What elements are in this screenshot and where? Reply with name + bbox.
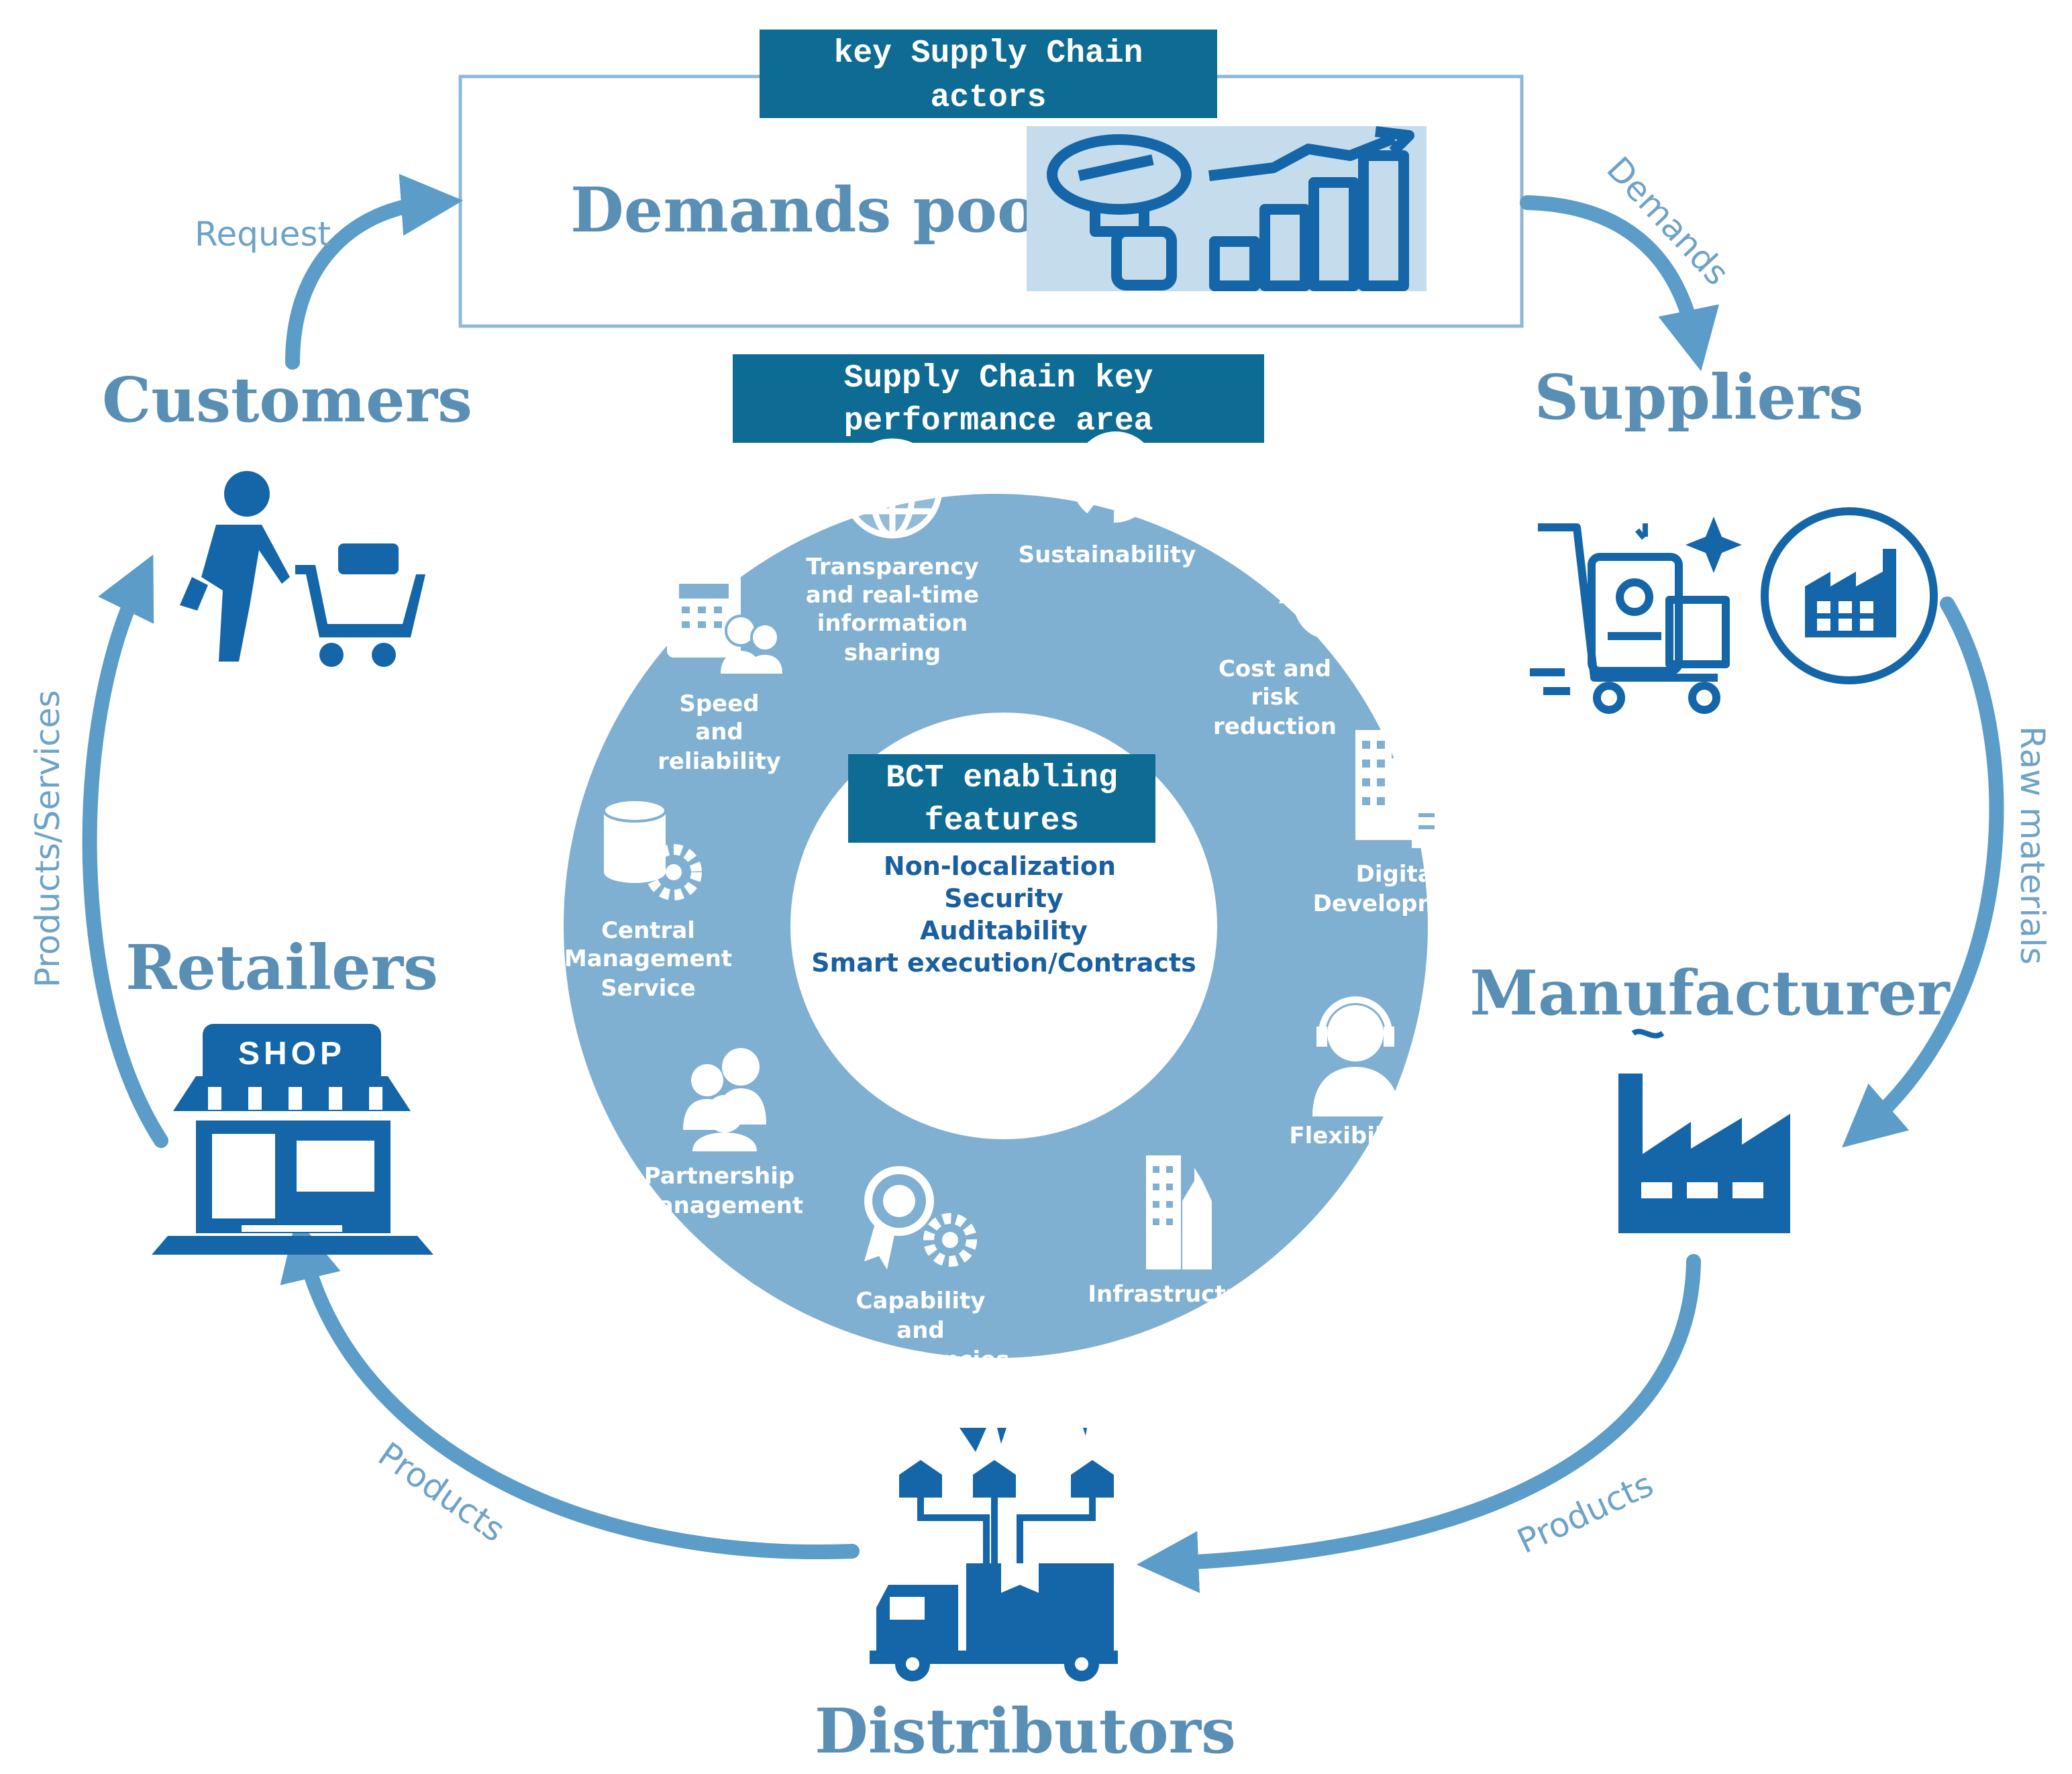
kpa-header-line-1: Supply Chain key	[844, 360, 1153, 397]
kpa-central-line-2: Management	[564, 945, 732, 972]
bct-header-line-2: features	[925, 803, 1079, 839]
kpa-capability-line-3: competencies	[832, 1347, 1010, 1373]
kpa-sustainability: Sustainability	[1019, 541, 1196, 568]
kpa-capability-line-1: Capability	[856, 1288, 986, 1314]
kpa-infrastructure: Infrastructure	[1088, 1281, 1268, 1308]
recycle-icon	[1071, 431, 1155, 523]
euro-icon: €	[1279, 513, 1364, 670]
demands-arrow	[1520, 195, 1720, 372]
kpa-label-transparency: Transparency and real-time information s…	[806, 554, 979, 666]
kpa-header: Supply Chain key performance area	[733, 354, 1264, 443]
bct-header: BCT enabling features	[848, 754, 1155, 843]
kpa-label-speed: Speed and reliability	[658, 690, 781, 775]
svg-text:€: €	[1279, 513, 1364, 670]
kpa-transparency-line-4: sharing	[844, 639, 941, 666]
kpa-header-line-2: performance area	[844, 403, 1153, 439]
kpa-speed-line-1: Speed	[679, 690, 759, 717]
kpa-transparency-line-1: Transparency	[806, 554, 978, 580]
people-group-icon	[683, 1048, 766, 1151]
supply-cart-icon	[1530, 517, 1742, 714]
kpa-digital-line-1: Digital	[1356, 861, 1441, 888]
flow-arrows	[82, 174, 2004, 1594]
kpa-digital-line-2: Development	[1313, 890, 1484, 917]
award-gear-icon	[864, 1166, 977, 1269]
products-right-arrow	[1136, 1254, 1701, 1594]
buildings-icon	[1355, 730, 1441, 848]
bct-feature-1: Non-localization	[884, 851, 1116, 881]
factory-icon	[1618, 1029, 1790, 1233]
database-gear-icon	[603, 798, 702, 900]
kpa-central-line-3: Service	[601, 975, 695, 1002]
kpa-transparency-line-3: information	[817, 610, 968, 637]
magnifier-bar-chart-icon	[1027, 126, 1427, 291]
bct-feature-4: Smart execution/Contracts	[811, 948, 1196, 978]
kpa-label-cost: Cost and risk reduction	[1213, 656, 1337, 740]
shop-icon: SHOP	[152, 1024, 433, 1255]
retailers-label: Retailers	[125, 931, 438, 1004]
kpa-flexibility: Flexibility	[1289, 1123, 1416, 1149]
kpa-cost-line-3: reduction	[1213, 713, 1337, 740]
kpa-cost-line-2: risk	[1251, 684, 1300, 711]
customers-label: Customers	[102, 364, 472, 436]
kpa-transparency-line-2: and real-time	[806, 582, 979, 609]
actors-header: key Supply Chain actors	[760, 30, 1217, 118]
raw-materials-label: Raw materials	[2013, 726, 2052, 965]
kpa-label-partnership: Partnership Management	[635, 1163, 803, 1219]
bct-header-line-1: BCT enabling	[886, 760, 1118, 796]
kpa-partnership-line-2: Management	[635, 1192, 803, 1219]
bct-feature-list: Non-localization Security Auditability S…	[811, 851, 1196, 978]
shop-sign: SHOP	[238, 1036, 346, 1072]
request-arrow	[285, 174, 464, 370]
shopping-cart-person-icon	[180, 471, 425, 667]
factory-circle-icon	[1761, 507, 1938, 684]
request-label: Request	[195, 215, 331, 254]
bct-feature-2: Security	[944, 884, 1064, 913]
products-services-label: Products/Services	[28, 690, 67, 988]
headset-person-icon	[1312, 996, 1400, 1116]
kpa-partnership-line-1: Partnership	[644, 1163, 794, 1190]
globe-icon	[842, 438, 943, 539]
actors-header-line-1: key Supply Chain	[834, 36, 1143, 72]
actors-header-line-2: actors	[931, 80, 1047, 116]
raw-materials-arrow	[1842, 596, 2004, 1148]
kpa-cost-line-1: Cost and	[1219, 656, 1331, 682]
kpa-speed-line-2: and	[695, 719, 743, 745]
manufacturer-label: Manufacturer	[1469, 957, 1951, 1029]
phone-people-icon	[667, 573, 782, 674]
kpa-label-digital: Digital Development	[1313, 861, 1484, 917]
kpa-central-line-1: Central	[601, 917, 695, 944]
kpa-label-capability: Capability and competencies	[832, 1288, 1010, 1373]
demands-pool-box: Demands pool key Supply Chain actors	[458, 30, 1524, 328]
products-left-arrow	[280, 1218, 860, 1559]
kpa-speed-line-3: reliability	[658, 748, 781, 775]
demands-pool-title: Demands pool	[570, 174, 1061, 246]
products-services-arrow	[82, 554, 168, 1148]
distributors-label: Distributors	[815, 1695, 1236, 1767]
suppliers-label: Suppliers	[1535, 361, 1864, 433]
skyscraper-icon	[1146, 1155, 1212, 1269]
bct-feature-3: Auditability	[920, 916, 1088, 945]
kpa-label-central: Central Management Service	[564, 917, 732, 1002]
delivery-truck-network-icon	[870, 1428, 1118, 1681]
kpa-capability-line-2: and	[896, 1317, 945, 1344]
